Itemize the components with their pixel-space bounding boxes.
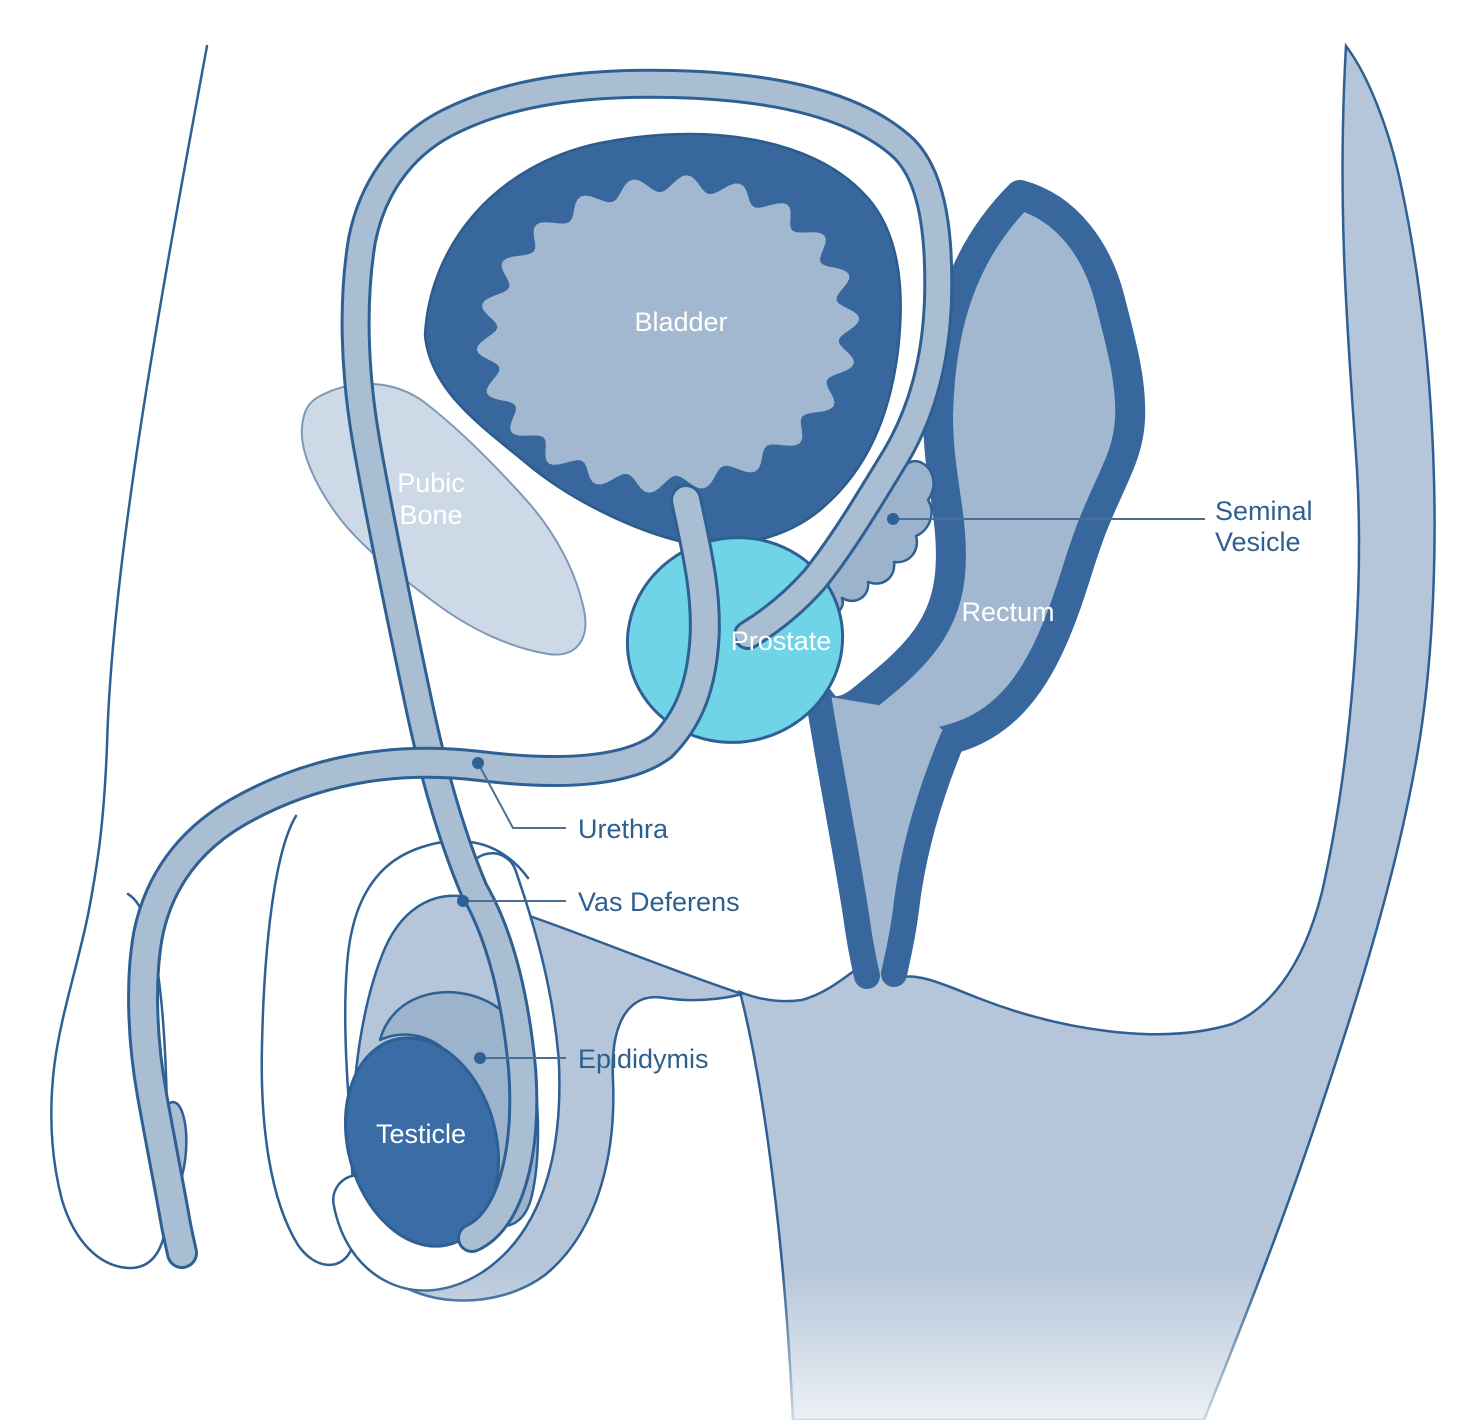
anal-canal-wall-left [805, 682, 880, 989]
anal-canal-fill [818, 695, 953, 976]
seminal-vesicle-label-line1: Seminal [1215, 496, 1313, 526]
pubic-bone-label-line2: Bone [399, 500, 462, 530]
vas-deferens-tube [343, 71, 951, 1250]
seminal-vesicle-leader-dot [887, 513, 899, 525]
bladder-inner-lining [476, 175, 860, 493]
vas-deferens-leader-dot [457, 895, 469, 907]
body-outline-left [50, 44, 209, 1270]
vas-deferens-label: Vas Deferens [578, 887, 740, 917]
testicle-shape [343, 1036, 501, 1248]
body-posterior-mass [738, 42, 1436, 1420]
prostate-label: Prostate [731, 626, 832, 656]
bladder-label: Bladder [634, 307, 727, 337]
rectum-label: Rectum [961, 597, 1054, 627]
urethra-label: Urethra [578, 814, 669, 844]
bottom-fade-overlay [0, 1270, 1483, 1420]
epididymis-leader-dot [474, 1052, 486, 1064]
anal-canal-wall-right [881, 725, 966, 987]
pubic-bone-label-line1: Pubic [397, 468, 465, 498]
epididymis-label: Epididymis [578, 1044, 709, 1074]
urethra-tube [130, 487, 718, 1266]
testicle-label: Testicle [376, 1119, 466, 1149]
seminal-vesicle-label-line2: Vesicle [1215, 527, 1301, 557]
urethra-leader-dot [472, 757, 484, 769]
urethra-leader-line [477, 762, 566, 829]
